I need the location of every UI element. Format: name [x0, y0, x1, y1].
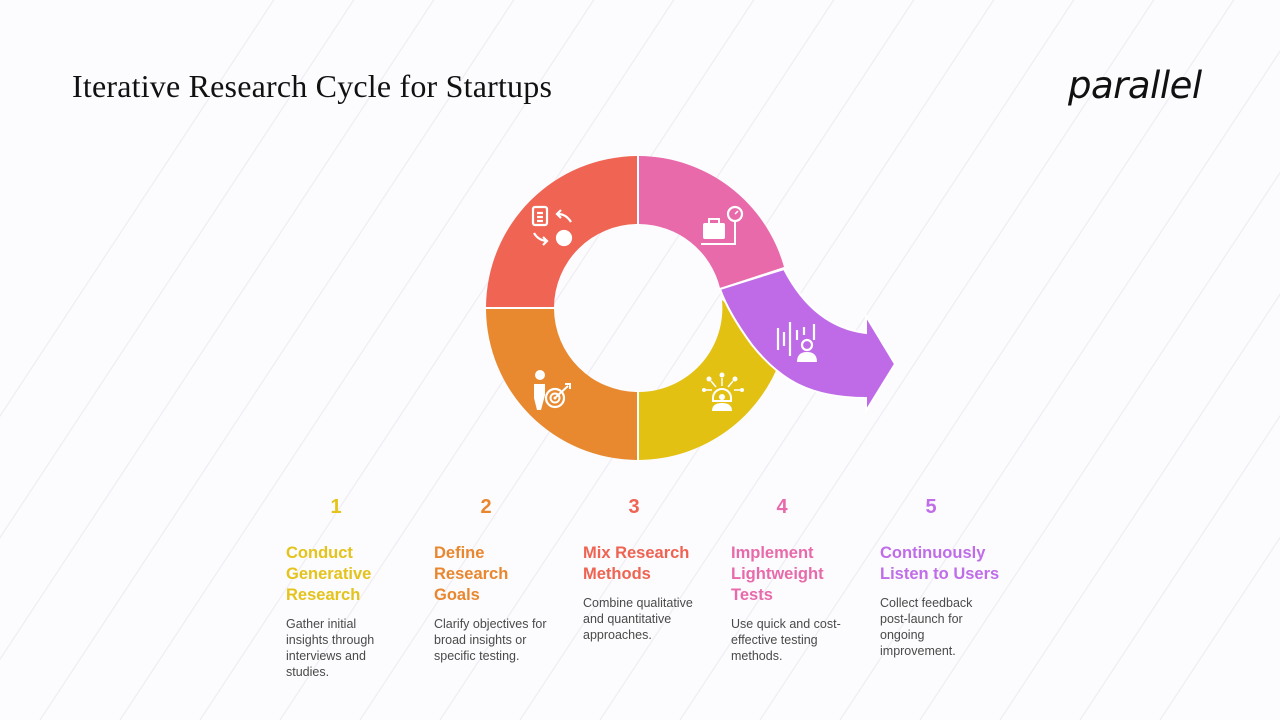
step-5: 5 Continuously Listen to Users Collect f…	[880, 496, 1015, 659]
step-number: 5	[925, 496, 937, 518]
segment-orange	[486, 309, 637, 460]
person-target-icon	[534, 370, 571, 410]
step-description: Gather initial insights through intervie…	[286, 617, 375, 679]
step-3: 3 Mix Research Methods Combine qualitati…	[583, 496, 718, 643]
step-number: 1	[330, 496, 342, 518]
step-heading: Implement Lightweight Tests	[731, 544, 824, 604]
step-heading: Continuously Listen to Users	[880, 544, 1000, 583]
step-4: 4 Implement Lightweight Tests Use quick …	[731, 496, 866, 664]
page-title: Iterative Research Cycle for Startups	[72, 68, 553, 104]
step-heading: Conduct Generative Research	[286, 544, 372, 604]
mixed-ideas-person-icon	[702, 372, 744, 411]
research-documents-chart-icon	[531, 205, 573, 247]
step-description: Combine qualitative and quantitative app…	[583, 596, 693, 642]
step-2: 2 Define Research Goals Clarify objectiv…	[434, 496, 569, 664]
step-number: 2	[480, 496, 492, 518]
brand-logo: parallel	[1068, 64, 1202, 107]
scale-weighing-bag-icon	[701, 205, 744, 245]
step-heading: Define Research Goals	[434, 544, 509, 604]
step-description: Clarify objectives for broad insights or…	[434, 617, 547, 663]
step-1: 1 Conduct Generative Research Gather ini…	[286, 496, 421, 680]
voice-listening-user-icon	[776, 322, 817, 362]
step-number: 4	[776, 496, 788, 518]
step-number: 3	[628, 496, 640, 518]
step-heading: Mix Research Methods	[583, 544, 690, 583]
step-description: Use quick and cost-effective testing met…	[731, 617, 841, 663]
segment-pink	[639, 156, 784, 288]
step-description: Collect feedback post-launch for ongoing…	[880, 596, 973, 658]
